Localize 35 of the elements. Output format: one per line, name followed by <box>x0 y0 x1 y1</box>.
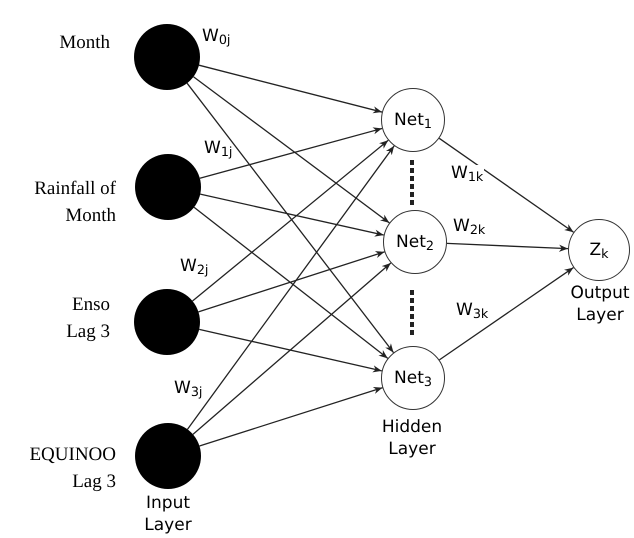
arrow <box>200 194 384 237</box>
layer-label: Input Layer <box>143 492 193 536</box>
input-label: Month <box>58 31 110 55</box>
weight-label: W$_{0j}$ <box>202 28 232 45</box>
weight-label: W$_{1j}$ <box>204 140 234 157</box>
hidden-neuron <box>381 88 445 152</box>
arrow <box>438 138 574 233</box>
neuron-label: Net$_{2}$ <box>396 234 434 250</box>
weight-label: W$_{2j}$ <box>180 258 210 275</box>
input-label: EQUINOO Lag 3 <box>28 443 116 494</box>
arrow <box>193 76 390 224</box>
arrow <box>198 64 382 114</box>
arrow <box>186 82 394 353</box>
layer-label: Output Layer <box>569 282 631 326</box>
neuron-label: Z$_{k}$ <box>589 242 609 258</box>
arrow <box>194 206 388 359</box>
arrow <box>446 242 568 252</box>
arrow <box>186 145 395 430</box>
hidden-neuron <box>381 346 445 410</box>
arrow <box>199 387 383 447</box>
layer-label: Hidden Layer <box>380 416 444 460</box>
input-label: Enso Lag 3 <box>65 293 110 344</box>
neuron-label: Net$_{1}$ <box>394 112 432 128</box>
arrow <box>192 262 392 435</box>
input-label: Rainfall of Month <box>33 177 116 228</box>
arrow <box>199 328 382 372</box>
arrow <box>200 127 382 179</box>
weight-label: W$_{1k}$ <box>450 165 484 182</box>
weight-label: W$_{3j}$ <box>174 380 204 397</box>
weight-label: W$_{2k}$ <box>452 218 486 235</box>
arrow <box>439 267 574 360</box>
neuron-label: Net$_{3}$ <box>394 370 432 386</box>
arrow <box>198 251 385 312</box>
arrow <box>192 140 389 302</box>
weight-label: W$_{3k}$ <box>455 302 490 319</box>
